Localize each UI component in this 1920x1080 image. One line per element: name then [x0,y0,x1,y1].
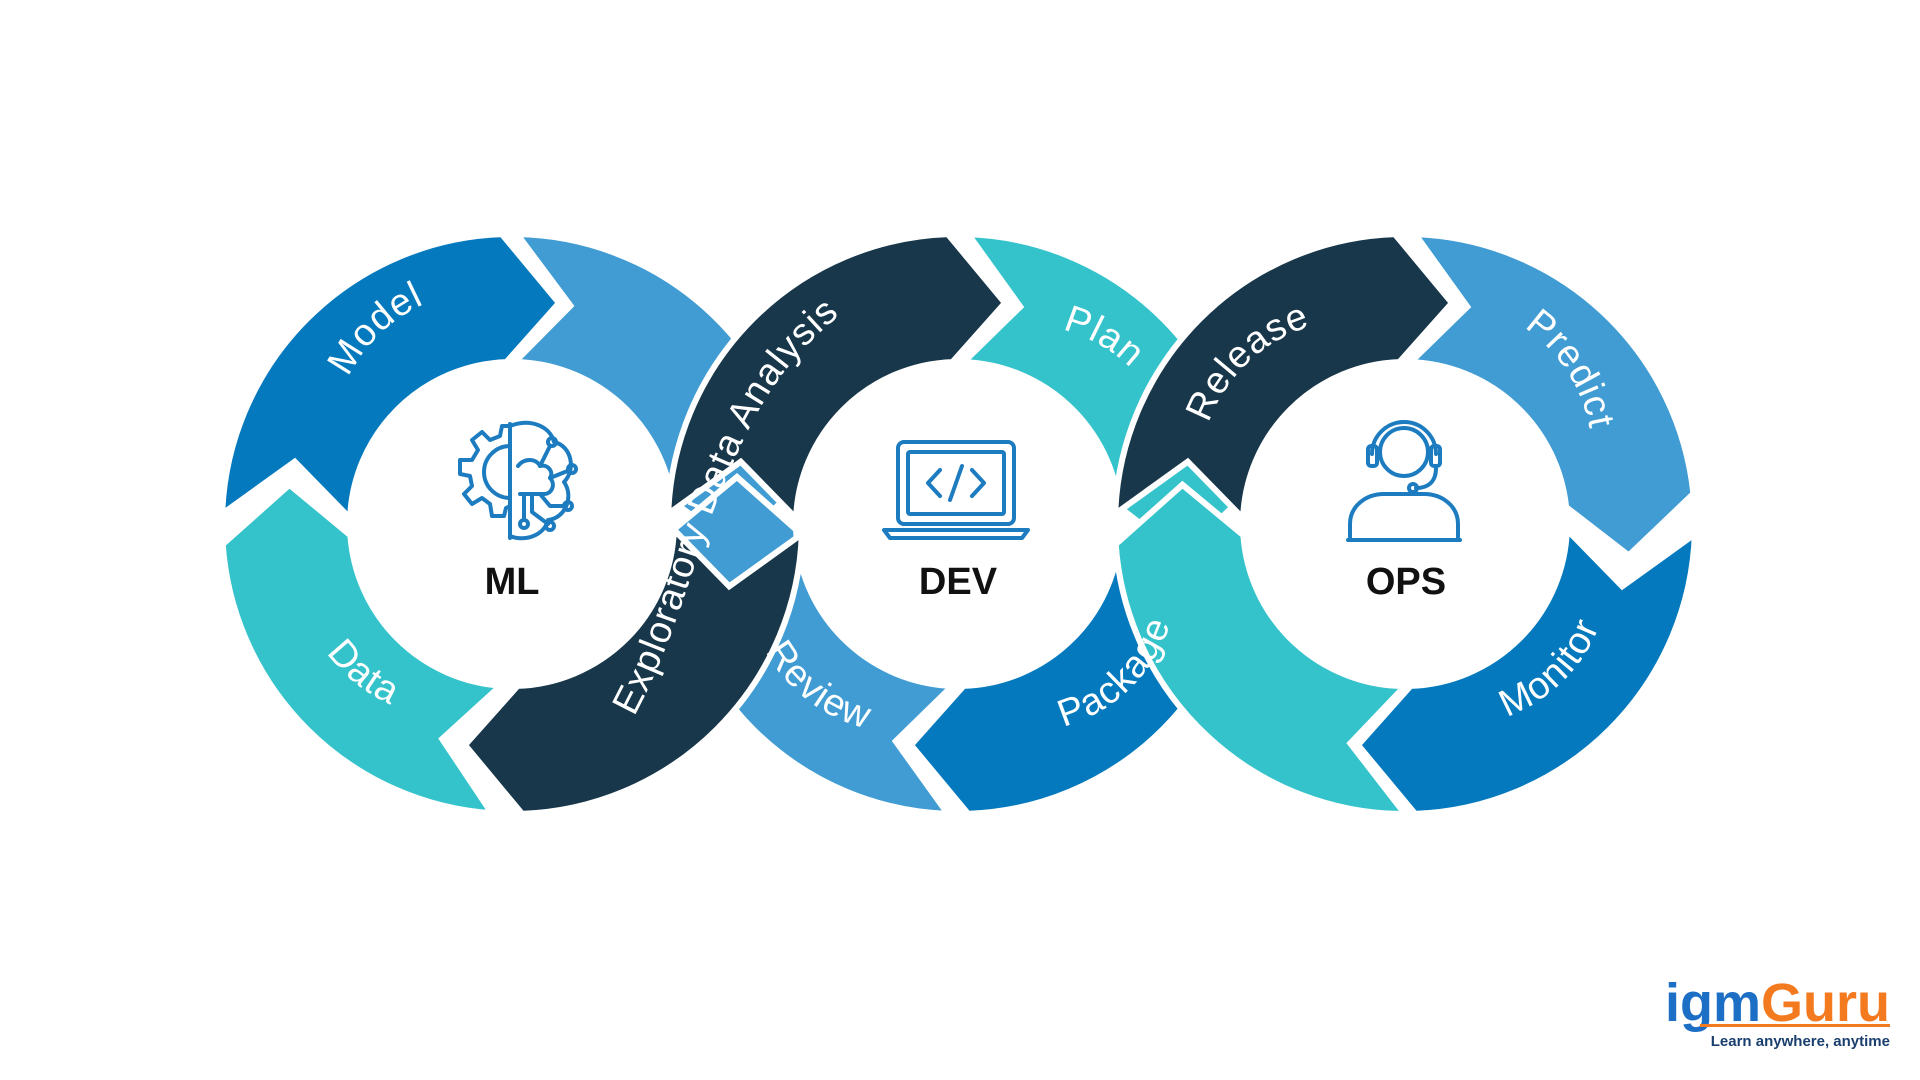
brain-gear-icon [458,420,578,541]
hub-label-ml: ML [485,561,540,603]
brand-logo-wordmark: igmGuru [1665,973,1890,1033]
segment-ops-release [1111,231,1456,526]
brand-logo-underline [1700,1024,1890,1027]
laptop-code-icon [882,440,1030,540]
brand-logo-part1: igm [1665,973,1761,1033]
support-agent-icon [1346,420,1462,542]
segment-ml-data [219,480,508,817]
brand-logo-tagline: Learn anywhere, anytime [1711,1033,1890,1050]
segment-dev-review [665,473,960,818]
hub-ops: OPS [1346,420,1462,603]
segment-dev-eda [664,231,1009,526]
segment-ops-monitor [1354,522,1699,817]
hub-label-dev: DEV [919,561,998,603]
hub-dev: DEV [882,440,1030,603]
segment-ml-model [218,231,563,526]
brand-logo-part2: Guru [1761,973,1890,1033]
hub-ml: ML [458,420,578,603]
hub-label-ops: OPS [1366,561,1446,603]
brand-logo: igmGuru Learn anywhere, anytime [1665,973,1890,1050]
segment-ml-eda [461,522,806,817]
segment-ops-teal [1112,480,1413,818]
segment-ops-predict [1403,230,1697,560]
segments-layer [218,230,1699,818]
